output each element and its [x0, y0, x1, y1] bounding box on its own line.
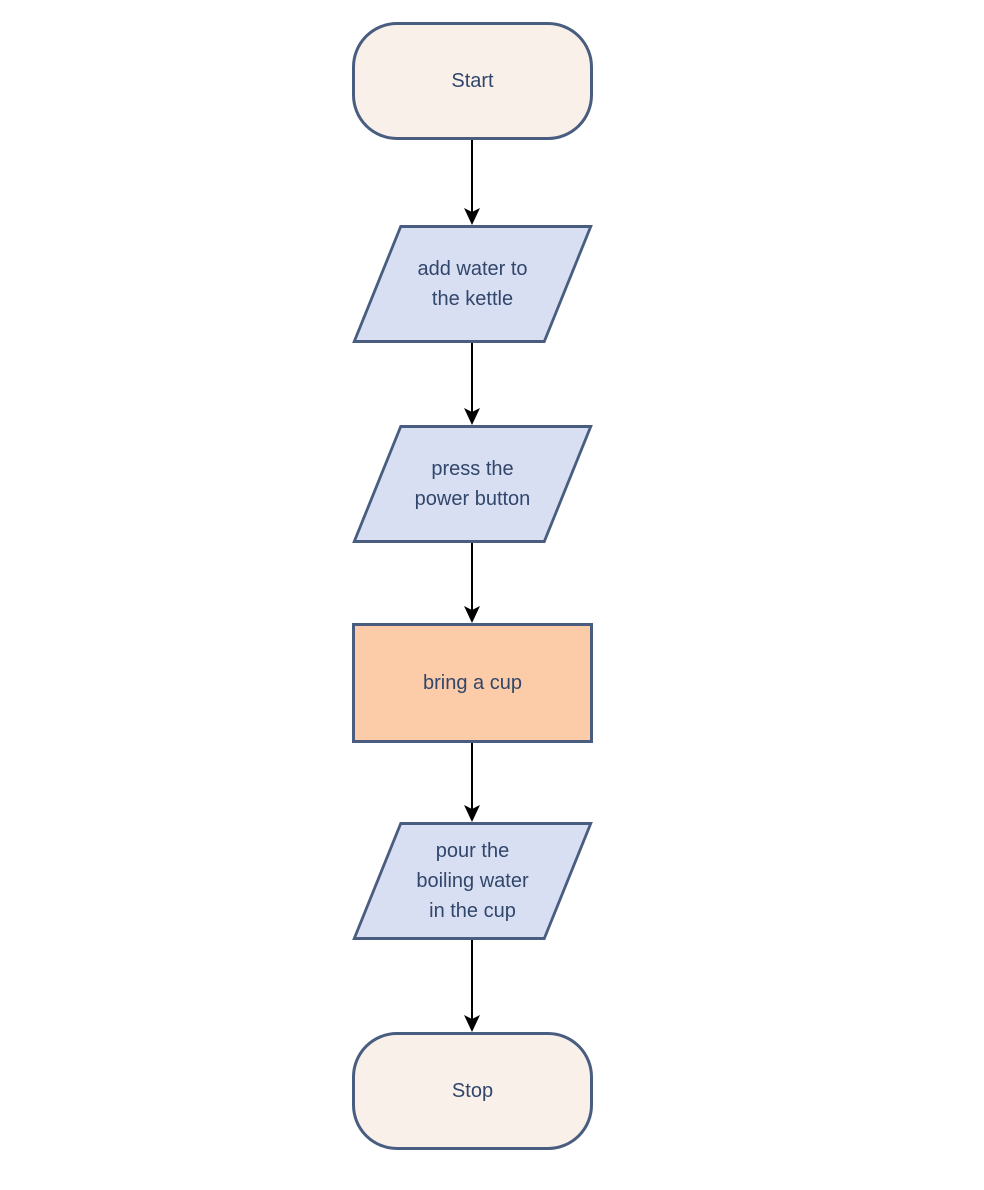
node-press-power-label: press the power button — [379, 454, 566, 514]
node-pour-water-label: pour the boiling water in the cup — [379, 836, 566, 926]
node-add-water-text-line1: add water to — [417, 258, 528, 280]
node-start: Start — [352, 22, 593, 140]
node-press-power: press the power button — [352, 425, 593, 543]
node-press-power-text-line2: power button — [414, 488, 531, 510]
node-stop-label: Stop — [355, 1076, 590, 1106]
node-start-text: Start — [451, 70, 494, 92]
arrow-down-connector-4 — [464, 743, 480, 822]
node-stop: Stop — [352, 1032, 593, 1150]
node-bring-cup-text: bring a cup — [423, 672, 522, 694]
arrow-down-connector-1 — [464, 140, 480, 225]
node-bring-cup: bring a cup — [352, 623, 593, 743]
node-stop-text: Stop — [451, 1080, 494, 1102]
node-bring-cup-label: bring a cup — [355, 668, 590, 698]
node-pour-water-text-line3: in the cup — [429, 900, 516, 922]
node-press-power-text-line1: press the — [431, 458, 514, 480]
node-add-water: add water to the kettle — [352, 225, 593, 343]
arrow-down-connector-3 — [464, 543, 480, 623]
node-add-water-label: add water to the kettle — [379, 254, 566, 314]
node-start-label: Start — [355, 66, 590, 96]
node-pour-water-text-line2: boiling water — [416, 870, 529, 892]
node-pour-water: pour the boiling water in the cup — [352, 822, 593, 940]
arrow-down-connector-5 — [464, 940, 480, 1032]
node-add-water-text-line2: the kettle — [431, 288, 514, 310]
node-pour-water-text-line1: pour the — [435, 840, 510, 862]
arrow-down-connector-2 — [464, 343, 480, 425]
